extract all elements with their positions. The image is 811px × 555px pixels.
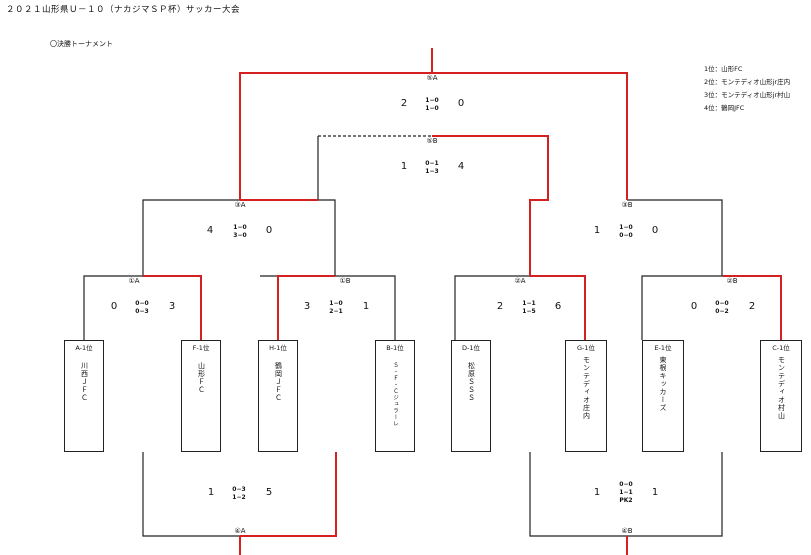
team-a-seed: A-1位 — [75, 344, 93, 352]
match-1b-detail-1: 1−0 — [329, 300, 343, 307]
match-5a-left-score: 2 — [400, 98, 408, 109]
team-g-seed: G-1位 — [576, 344, 596, 352]
match-3a-detail: 1−0 3−0 — [233, 224, 246, 240]
team-box-d: D-1位 松原ＳＳＳ — [451, 340, 491, 452]
match-3b-detail: 1−0 0−0 — [619, 224, 632, 240]
match-3b-left-score: 1 — [593, 225, 601, 236]
page-title: ２０２１山形県Ｕ－１０（ナカジマＳＰ杯）サッカー大会 — [6, 5, 241, 15]
team-box-a: A-1位 川西ＪＦＣ — [64, 340, 104, 452]
match-5a-detail-1: 1−0 — [425, 97, 439, 104]
match-1b-detail-2: 2−1 — [329, 308, 343, 315]
match-3a-left-score: 4 — [206, 225, 214, 236]
team-d-seed: D-1位 — [462, 344, 480, 352]
match-4a-right-score: 5 — [265, 487, 273, 498]
team-h-seed: H-1位 — [269, 344, 287, 352]
team-box-c: C-1位 モンテディオ村山 — [760, 340, 802, 452]
match-3b-right-score: 0 — [651, 225, 659, 236]
team-a-name: 川西ＪＦＣ — [80, 362, 89, 402]
standing-4: 4位：鶴岡JFC — [704, 104, 745, 112]
match-4a-left-score: 1 — [207, 487, 215, 498]
team-c-seed: C-1位 — [772, 344, 790, 352]
team-box-h: H-1位 鶴岡ＪＦＣ — [258, 340, 298, 452]
match-3b-detail-2: 0−0 — [619, 232, 633, 239]
match-1a-right-score: 3 — [168, 301, 176, 312]
team-box-g: G-1位 モンテディオ庄内 — [565, 340, 607, 452]
match-3b-label: ③B — [621, 201, 633, 209]
match-1b-left-score: 3 — [303, 301, 311, 312]
match-2b-detail-1: 0−0 — [715, 300, 729, 307]
match-5b-label: ⑤B — [426, 137, 438, 145]
team-f-seed: F-1位 — [192, 344, 210, 352]
match-1b-label: ①B — [339, 277, 351, 285]
match-4b-detail-2: 1−1 — [619, 489, 633, 496]
match-2a-detail-1: 1−1 — [522, 300, 536, 307]
section-subtitle: 〇決勝トーナメント — [50, 40, 113, 48]
match-2b-detail: 0−0 0−2 — [715, 300, 728, 316]
match-3a-label: ③A — [234, 201, 246, 209]
match-2a-label: ②A — [514, 277, 526, 285]
match-1b-detail: 1−0 2−1 — [329, 300, 342, 316]
match-2b-right-score: 2 — [748, 301, 756, 312]
match-1a-detail-1: 0−0 — [135, 300, 149, 307]
bracket-lines-black — [83, 135, 782, 537]
final-standings: 1位：山形FC 2位：モンテディオ山形jr庄内 3位：モンテディオ山形jr村山 … — [704, 63, 790, 115]
match-2b-detail-2: 0−2 — [715, 308, 729, 315]
match-5b-detail: 0−1 1−3 — [425, 160, 438, 176]
match-1a-detail-2: 0−3 — [135, 308, 149, 315]
standing-3: 3位：モンテディオ山形jr村山 — [704, 91, 791, 99]
match-5a-detail-2: 1−0 — [425, 105, 439, 112]
team-c-name: モンテディオ村山 — [777, 356, 786, 420]
match-2a-right-score: 6 — [554, 301, 562, 312]
match-2a-detail-2: 1−5 — [522, 308, 536, 315]
match-1a-label: ①A — [128, 277, 140, 285]
bracket-lines-red — [143, 48, 782, 555]
match-4b-left-score: 1 — [593, 487, 601, 498]
match-2b-label: ②B — [726, 277, 738, 285]
team-box-e: E-1位 東根キッカーズ — [642, 340, 684, 452]
match-5b-left-score: 1 — [400, 161, 408, 172]
team-b-name: Ｓ・Ｆ・Ｃジュラーレ — [392, 362, 398, 427]
standing-1: 1位：山形FC — [704, 65, 743, 73]
team-h-name: 鶴岡ＪＦＣ — [274, 362, 283, 402]
standing-2: 2位：モンテディオ山形jr庄内 — [704, 78, 791, 86]
match-2b-left-score: 0 — [690, 301, 698, 312]
team-box-f: F-1位 山形ＦＣ — [181, 340, 221, 452]
match-1b-right-score: 1 — [362, 301, 370, 312]
match-5b-detail-2: 1−3 — [425, 168, 439, 175]
match-4a-detail-2: 1−2 — [232, 494, 246, 501]
match-5b-right-score: 4 — [457, 161, 465, 172]
team-f-name: 山形ＦＣ — [197, 362, 206, 394]
match-4a-detail: 0−3 1−2 — [232, 486, 245, 502]
team-box-b: B-1位 Ｓ・Ｆ・Ｃジュラーレ — [375, 340, 415, 452]
match-4b-detail-3: PK2 — [619, 497, 633, 504]
match-5a-right-score: 0 — [457, 98, 465, 109]
match-1a-left-score: 0 — [110, 301, 118, 312]
match-2a-left-score: 2 — [496, 301, 504, 312]
team-e-seed: E-1位 — [654, 344, 672, 352]
match-4b-right-score: 1 — [651, 487, 659, 498]
match-3a-detail-1: 1−0 — [233, 224, 247, 231]
match-4a-label: ④A — [234, 527, 246, 535]
match-4b-detail-1: 0−0 — [619, 481, 633, 488]
match-1a-detail: 0−0 0−3 — [135, 300, 148, 316]
team-b-seed: B-1位 — [386, 344, 404, 352]
match-4a-detail-1: 0−3 — [232, 486, 246, 493]
match-4b-detail: 0−0 1−1 PK2 — [619, 481, 632, 505]
match-3b-detail-1: 1−0 — [619, 224, 633, 231]
team-g-name: モンテディオ庄内 — [582, 356, 591, 420]
match-3a-right-score: 0 — [265, 225, 273, 236]
match-4b-label: ④B — [621, 527, 633, 535]
match-5b-detail-1: 0−1 — [425, 160, 439, 167]
match-3a-detail-2: 3−0 — [233, 232, 247, 239]
team-d-name: 松原ＳＳＳ — [467, 362, 476, 402]
match-2a-detail: 1−1 1−5 — [522, 300, 535, 316]
match-5a-detail: 1−0 1−0 — [425, 97, 438, 113]
match-5a-label: ⑤A — [426, 74, 438, 82]
team-e-name: 東根キッカーズ — [659, 356, 667, 412]
